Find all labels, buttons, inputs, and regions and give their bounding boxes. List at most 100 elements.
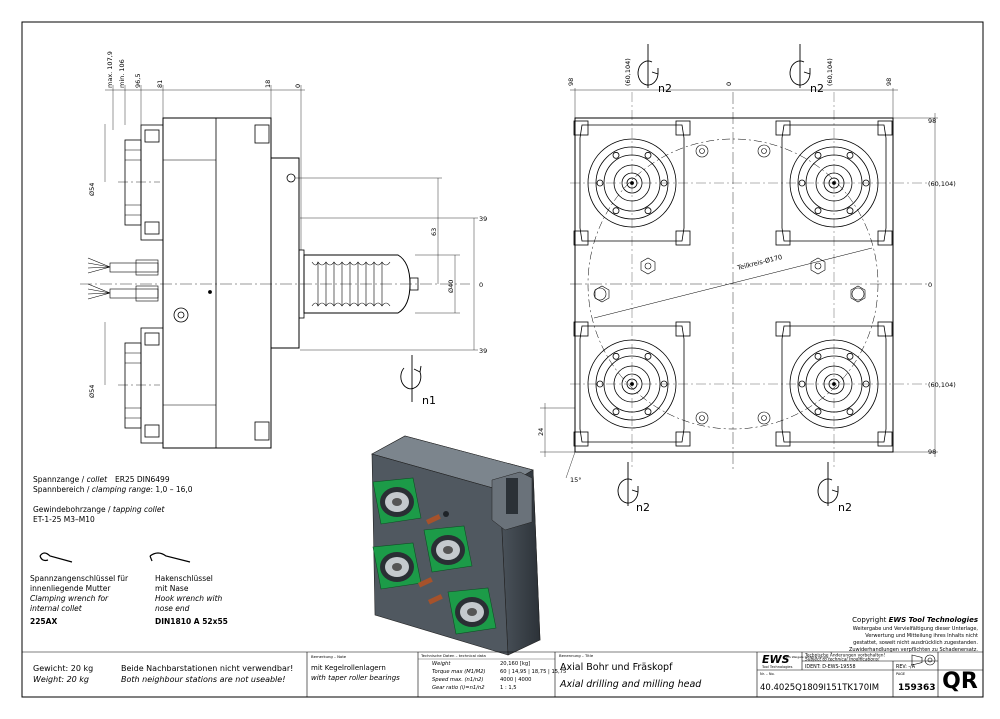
front-dim-0-side: 0: [928, 281, 932, 289]
range-label-en: clamping range: [92, 485, 151, 494]
spindle-group: [573, 120, 893, 447]
ident-number: IDENT: D-EWS-19558: [805, 664, 856, 670]
dia-54-top: Ø54: [88, 183, 96, 196]
dim-39-top: 39: [479, 215, 487, 223]
tech-row-3-label: Gear ratio (i)=n1/n2: [432, 685, 485, 691]
copyright-prefix: Copyright: [852, 616, 888, 624]
wrench2-line1: Hakenschlüssel: [155, 574, 213, 583]
collet-value: ER25 DIN6499: [115, 475, 170, 484]
collet-label-en: collet: [87, 475, 108, 484]
front-dim-24: 24: [537, 428, 545, 436]
qr-label: QR: [942, 669, 978, 694]
render-tool-unit: [372, 477, 422, 525]
spindle-unit: [775, 120, 893, 246]
part-number: 40.4025Q1809I151TK170IM: [760, 683, 879, 693]
front-dim-98-bottom: 98: [928, 448, 936, 456]
company-address: EWS Weigele GmbH & Co. KG: [784, 655, 829, 659]
range-value: : 1,0 – 16,0: [150, 485, 192, 494]
warning-de: Beide Nachbarstationen nicht verwendbar!: [121, 664, 293, 673]
wrench2-line3: Hook wrench with: [155, 594, 223, 603]
tech-header: Technische Daten – technical data: [420, 653, 486, 658]
drawing-number: 159363: [898, 683, 936, 693]
title-block: [22, 651, 983, 697]
dim-0: 0: [294, 84, 302, 88]
dim-0-right: 0: [479, 281, 483, 289]
front-dim-60-104-left: (60,104): [624, 58, 632, 86]
rotation-n2-bottom-left: n2: [636, 501, 650, 514]
rotation-n1-icon: [400, 355, 422, 402]
projection-symbol-icon: [911, 654, 936, 666]
wrench1-line2: innenliegende Mutter: [30, 584, 111, 593]
rotation-n2-top-left: n2: [658, 82, 672, 95]
title-de: Axial Bohr und Fräskopf: [560, 662, 673, 673]
svg-text:Spannbereich / clamping range:: Spannbereich / clamping range: 1,0 – 16,…: [33, 485, 193, 494]
change-notice-de: Technische Änderungen vorbehalten!: [804, 652, 885, 659]
render-tool-units: [372, 477, 497, 635]
pitch-circle-label: Teilkreis-Ø170: [736, 253, 783, 272]
front-dim-98-right: 98: [885, 78, 893, 86]
ews-logo-sub: Tool Technologies: [761, 665, 793, 669]
svg-text:Gewindebohrzange / tapping col: Gewindebohrzange / tapping collet: [33, 505, 165, 514]
front-dim-98-top: 98: [928, 117, 936, 125]
rotation-n2-icons: [617, 44, 839, 506]
render-tool-unit: [423, 525, 473, 573]
rotation-n2-bottom-right: n2: [838, 501, 852, 514]
dim-39-bottom: 39: [479, 347, 487, 355]
tap-label-en: tapping collet: [113, 505, 166, 514]
dia-54-bottom: Ø54: [88, 385, 96, 398]
wrench1-line1: Spannzangenschlüssel für: [30, 574, 129, 583]
dim-max-107-9: max. 107,9: [106, 51, 114, 88]
front-dim-60-104-lower: (60,104): [928, 381, 956, 389]
tech-row-1-label: Torque max (M1/M2): [432, 669, 486, 675]
remark-header: Bemerkung – Note: [311, 654, 347, 659]
svg-text:Copyright EWS Tool Technologie: Copyright EWS Tool Technologies: [852, 616, 978, 624]
dim-81: 81: [156, 80, 164, 88]
spindle-unit: [573, 321, 691, 447]
drawing-number-header: PAGE: [896, 672, 905, 676]
wrench2-line2: mit Nase: [155, 584, 189, 593]
wrench2-part: DIN1810 A 52x55: [155, 617, 228, 626]
copyright-company: EWS Tool Technologies: [889, 616, 978, 624]
copyright-line4: gestattet, soweit nicht ausdrücklich zug…: [853, 640, 978, 646]
render-tool-unit: [372, 542, 422, 590]
collet-label-de: Spannzange /: [33, 475, 87, 484]
front-dim-60-104-upper: (60,104): [928, 180, 956, 188]
copyright-line3: Verwertung und Mitteilung ihres Inhalts …: [865, 633, 978, 639]
weight-en: Weight: 20 kg: [33, 675, 89, 684]
dim-min-106: min. 106: [118, 59, 126, 88]
tech-row-2-label: Speed max. (n1/n2): [432, 677, 483, 683]
hook-wrench-icon: [149, 552, 191, 563]
front-dim-0-top: 0: [725, 82, 733, 86]
tech-row-0-value: 20,160 [kg]: [500, 661, 530, 667]
title-en: Axial drilling and milling head: [559, 679, 702, 690]
dim-18: 18: [264, 80, 272, 88]
change-notice-en: Subject to technical modifications!: [805, 657, 880, 663]
front-angle-15: 15°: [570, 476, 582, 484]
remark-en: with taper roller bearings: [311, 674, 400, 682]
tap-label-de: Gewindebohrzange /: [33, 505, 113, 514]
front-dim-60-104-right: (60,104): [826, 58, 834, 86]
wrench1-line3: Clamping wrench for: [30, 594, 109, 603]
tap-value: ET-1-25 M3–M10: [33, 515, 95, 524]
tech-row-3-value: 1 : 1,5: [500, 685, 517, 691]
revision: REV: -/A: [896, 664, 916, 670]
tech-row-2-value: 4000 | 4000: [500, 677, 531, 683]
spindle-unit: [573, 120, 691, 246]
copyright-line2: Weitergabe und Vervielfältigung dieser U…: [853, 626, 979, 632]
copyright-line5: Zuwiderhandlungen verpflichten zu Schade…: [849, 647, 978, 653]
rotation-n1-label: n1: [422, 394, 436, 407]
wrench2-line4: nose end: [155, 604, 190, 613]
dim-63: 63: [430, 228, 438, 236]
collet-wrench-icon: [39, 552, 73, 563]
warning-en: Both neighbour stations are not useable!: [121, 675, 285, 684]
isometric-render: [371, 435, 541, 656]
front-view: [540, 44, 938, 506]
wrench1-part: 225AX: [30, 617, 57, 626]
ews-logo: EWS: [762, 653, 790, 666]
side-view: [80, 85, 478, 449]
dia-40: Ø40: [447, 280, 455, 293]
remark-de: mit Kegelrollenlagern: [311, 664, 386, 672]
